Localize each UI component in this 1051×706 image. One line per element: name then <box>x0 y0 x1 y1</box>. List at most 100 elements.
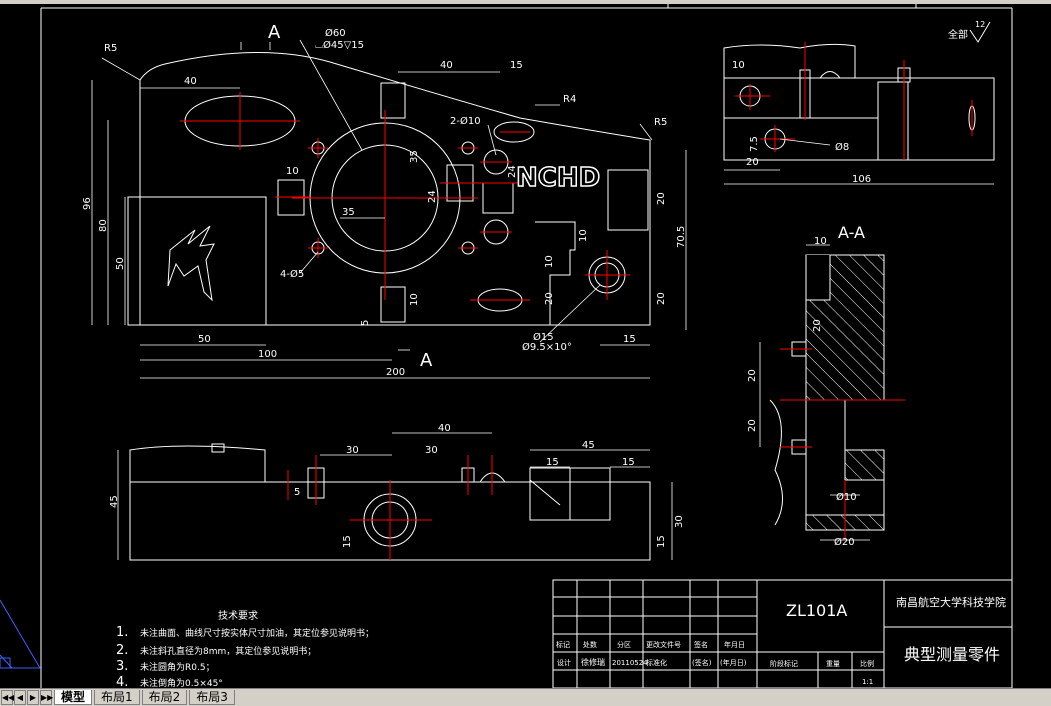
tab-model[interactable]: 模型 <box>54 690 93 705</box>
tb-weight: 重量 <box>826 660 840 668</box>
dimension-texts: R5 R5 R4 Ø60 ⌴Ø45▽15 2-Ø10 4-Ø5 Ø15 Ø9.5… <box>104 27 871 548</box>
title-block-text: ZL101A 南昌航空大学科技学院 典型测量零件 标记 处数 分区 更改文件号 … <box>556 595 1006 686</box>
dim-45-h: 45 <box>582 440 595 451</box>
tb-design-date: 20110524 <box>612 659 648 667</box>
side-centerlines <box>735 42 973 160</box>
note-4-num: 4. <box>116 675 128 688</box>
tab-layout2[interactable]: 布局2 <box>141 690 188 705</box>
nchd-logo-text: NCHD <box>516 163 600 193</box>
annotations: A A A-A 全部 12 NCHD <box>268 20 985 371</box>
part-number: ZL101A <box>786 601 847 620</box>
tb-sign: 签名 <box>694 640 708 649</box>
front-centerlines <box>180 92 630 301</box>
last-tab-button[interactable]: ▶▶ <box>40 690 53 705</box>
dim-4-d5: 4-Ø5 <box>280 268 304 280</box>
title-block <box>552 579 1013 689</box>
dim-10-step: 10 <box>578 229 589 242</box>
first-tab-button[interactable]: ◀◀ <box>1 690 14 705</box>
dim-d9-5: Ø9.5×10° <box>522 341 572 353</box>
roughness-value: 12 <box>975 20 985 29</box>
technical-notes: 技术要求 1. 未注曲面、曲线尺寸按实体尺寸加油，其定位参见说明书； 2. 未注… <box>116 609 374 690</box>
section-label-top: A <box>268 22 281 43</box>
dim-20-right-b: 20 <box>656 292 667 305</box>
section-title: A-A <box>838 223 865 242</box>
dim-20-sec-c: 20 <box>747 419 758 432</box>
dim-r4: R4 <box>563 94 576 105</box>
dim-20-sec-b: 20 <box>747 369 758 382</box>
dim-35-v: 35 <box>409 150 420 163</box>
dim-24-b: 24 <box>507 165 518 178</box>
dim-15-a: 15 <box>546 457 559 468</box>
dim-d60: Ø60 <box>325 27 346 39</box>
dim-r5-right: R5 <box>654 117 667 128</box>
tb-zone: 分区 <box>617 640 631 649</box>
dim-50-v: 50 <box>115 257 126 270</box>
note-3-text: 未注圆角为R0.5； <box>140 661 215 673</box>
dim-30-v: 30 <box>674 515 685 528</box>
note-4-text: 未注倒角为0.5×45° <box>140 677 223 688</box>
dim-20-right-a: 20 <box>656 192 667 205</box>
dim-100: 100 <box>258 349 277 360</box>
dim-50-h: 50 <box>198 334 211 345</box>
prev-tab-button[interactable]: ◀ <box>14 690 26 705</box>
dim-10-section: 10 <box>814 236 827 247</box>
dim-15-b: 15 <box>622 457 635 468</box>
section-view <box>769 254 885 531</box>
tb-sign2: (签名) <box>692 658 712 667</box>
dim-2-d10: 2-Ø10 <box>450 115 481 127</box>
dim-20-side: 20 <box>746 157 759 168</box>
tb-date2: (年月日) <box>720 658 747 667</box>
dim-10-side: 10 <box>732 60 745 71</box>
dim-15-bottom: 15 <box>623 334 636 345</box>
note-1-text: 未注曲面、曲线尺寸按实体尺寸加油，其定位参见说明书； <box>140 627 374 639</box>
dimension-lines <box>91 39 994 560</box>
drawing-frame <box>40 0 1013 688</box>
dim-20-step: 20 <box>544 292 555 305</box>
dim-r5-left: R5 <box>104 43 117 54</box>
tb-count: 处数 <box>583 640 597 649</box>
bird-logo <box>167 225 215 302</box>
tab-bar-filler <box>235 689 1051 706</box>
dim-20-sec-a: 20 <box>812 319 823 332</box>
dim-80: 80 <box>98 219 109 232</box>
dim-5-v: 5 <box>360 320 371 326</box>
dim-d8: Ø8 <box>835 141 849 153</box>
tb-std: 标准化 <box>646 658 667 667</box>
finish-mark: 全部 <box>948 28 968 41</box>
part-name: 典型测量零件 <box>904 645 1000 664</box>
dim-7-5: 7.5 <box>749 136 760 152</box>
dim-15-top: 15 <box>510 60 523 71</box>
dim-15-v-a: 15 <box>342 535 353 548</box>
dim-45-v: 45 <box>109 495 120 508</box>
section-label-bottom: A <box>420 350 433 371</box>
dim-10-boss: 10 <box>286 166 299 177</box>
dim-96: 96 <box>82 197 93 210</box>
dim-40-bottom: 40 <box>438 423 451 434</box>
dim-200: 200 <box>386 367 405 378</box>
drawing-canvas[interactable]: R5 R5 R4 Ø60 ⌴Ø45▽15 2-Ø10 4-Ø5 Ø15 Ø9.5… <box>0 0 1051 690</box>
dim-d15: Ø15 <box>533 331 554 343</box>
tb-designer: 徐修瑞 <box>581 657 605 667</box>
note-2-text: 未注斜孔直径为8mm，其定位参见说明书； <box>140 645 316 657</box>
dim-30-b: 30 <box>425 445 438 456</box>
school-name: 南昌航空大学科技学院 <box>896 595 1006 609</box>
roughness-symbol-icon <box>969 21 991 43</box>
layout-tab-bar: ◀◀ ◀ ▶ ▶▶ 模型 布局1 布局2 布局3 <box>0 688 1051 706</box>
cad-drawing[interactable]: R5 R5 R4 Ø60 ⌴Ø45▽15 2-Ø10 4-Ø5 Ø15 Ø9.5… <box>0 0 1051 690</box>
window-top-strip <box>0 0 1051 4</box>
tb-design: 设计 <box>557 658 571 667</box>
dim-106: 106 <box>852 174 871 185</box>
dim-10-v: 10 <box>409 293 420 306</box>
dim-30-a: 30 <box>346 445 359 456</box>
note-1-num: 1. <box>116 625 128 640</box>
dim-d10: Ø10 <box>836 491 857 503</box>
tab-layout3[interactable]: 布局3 <box>189 690 235 705</box>
ucs-icon <box>0 599 41 669</box>
notes-title: 技术要求 <box>218 609 258 622</box>
tb-scale: 比例 <box>860 659 874 668</box>
tb-date: 年月日 <box>724 640 745 649</box>
tab-layout1[interactable]: 布局1 <box>94 690 140 705</box>
next-tab-button[interactable]: ▶ <box>27 690 39 705</box>
note-3-num: 3. <box>116 659 128 674</box>
tb-doc-no: 更改文件号 <box>646 640 681 649</box>
